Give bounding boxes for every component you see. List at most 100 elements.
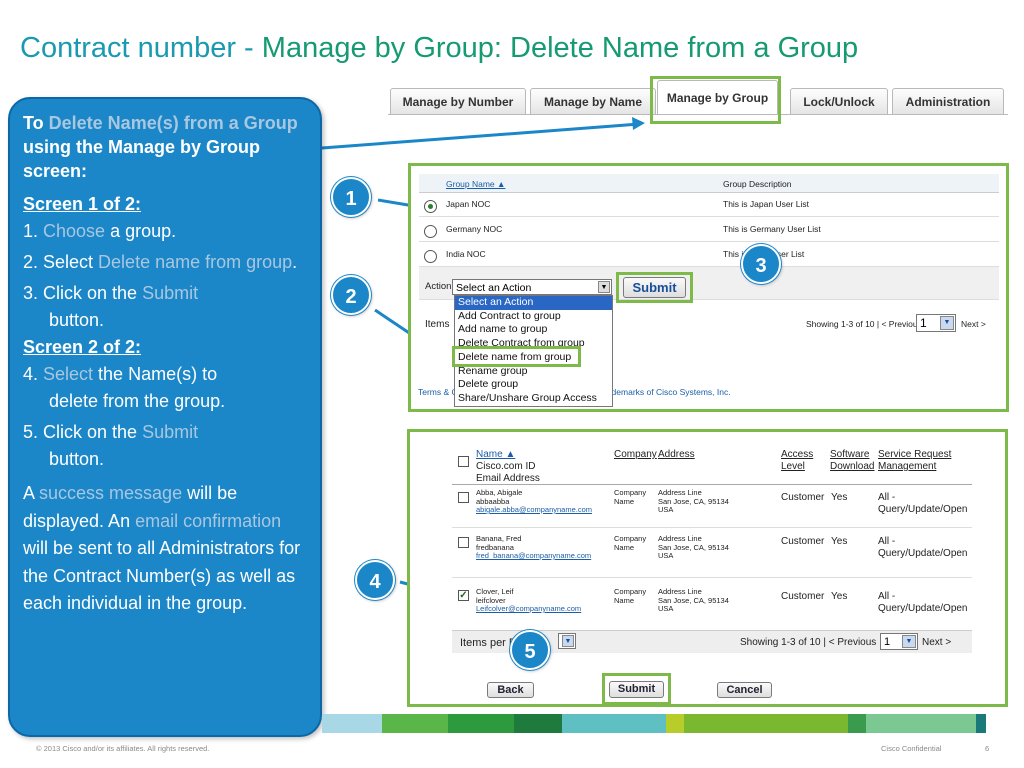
col-access-level[interactable]: Access Level <box>781 449 814 472</box>
dropdown-option[interactable]: Add Contract to group <box>458 309 561 322</box>
row-software: Yes <box>831 492 848 503</box>
step4-num: 4. <box>23 364 44 384</box>
dropdown-option[interactable]: Share/Unshare Group Access <box>458 391 597 404</box>
row-name: Banana, Fred <box>476 534 522 543</box>
dropdown-option[interactable]: Rename group <box>458 364 528 377</box>
step4-rest2: delete from the group. <box>49 391 226 411</box>
row-divider <box>419 241 999 242</box>
row-software: Yes <box>831 536 848 547</box>
col-name[interactable]: Name ▲ <box>476 449 516 460</box>
tab-highlight-box <box>650 76 781 124</box>
col-group-name[interactable]: Group Name ▲ <box>446 179 506 189</box>
col-email: Email Address <box>476 473 540 484</box>
tab-administration[interactable]: Administration <box>892 88 1004 115</box>
submit-button-2[interactable]: Submit <box>609 681 664 698</box>
addr-line2: San Jose, CA, 95134 <box>658 595 729 605</box>
screen1-next[interactable]: Next > <box>961 319 986 329</box>
group-desc-1: This is Japan User List <box>723 199 809 209</box>
step1-highlight: Choose <box>43 221 106 241</box>
chevron-down-icon[interactable]: ▼ <box>940 316 954 330</box>
step-badge-3: 3 <box>741 244 781 284</box>
row-address: Address Line San Jose, CA, 95134 USA <box>658 534 729 561</box>
row-id: abbaabba <box>476 496 510 506</box>
table-row: Abba, Abigale abbaabba abigale.abba@comp… <box>476 488 593 515</box>
action-label: Action <box>425 281 452 292</box>
row-email[interactable]: fred_banana@companyname.com <box>476 551 592 560</box>
tab-lock-unlock[interactable]: Lock/Unlock <box>790 88 888 115</box>
select-all-checkbox[interactable] <box>458 456 469 467</box>
dropdown-option[interactable]: Delete group <box>458 378 519 391</box>
deco-bar <box>848 714 866 733</box>
deco-bar <box>684 714 848 733</box>
chevron-down-icon[interactable]: ▼ <box>902 635 916 648</box>
action-select-value: Select an Action <box>456 282 532 294</box>
screen2-page-select[interactable]: 1 ▼ <box>880 633 918 650</box>
chevron-down-icon[interactable]: ▼ <box>598 281 610 293</box>
screen1-page-select[interactable]: 1 ▼ <box>916 314 956 332</box>
tab-manage-by-name[interactable]: Manage by Name <box>530 88 656 115</box>
screen2-page-value: 1 <box>884 636 891 648</box>
group-desc-2: This is Germany User List <box>723 224 821 234</box>
row-email[interactable]: abigale.abba@companyname.com <box>476 505 593 514</box>
intro-text-b: using the Manage by Group screen: <box>23 137 261 181</box>
screen2-showing: Showing 1-3 of 10 | < Previous <box>740 637 877 648</box>
page-number: 6 <box>985 744 990 753</box>
table-row: Clover, Leif leifclover Leifcolver@compa… <box>476 587 582 614</box>
row-checkbox-1[interactable] <box>458 492 469 503</box>
step-badge-1: 1 <box>331 177 371 217</box>
table-row: Banana, Fred fredbanana fred_banana@comp… <box>476 534 592 561</box>
instructions-callout: To Delete Name(s) from a Group using the… <box>8 97 322 737</box>
col-address[interactable]: Address <box>658 449 695 460</box>
confidential-label: Cisco Confidential <box>881 744 942 753</box>
step-badge-5: 5 <box>510 630 550 670</box>
submit-button[interactable]: Submit <box>623 277 686 298</box>
dropdown-option-delete-name[interactable]: Delete name from group <box>458 350 572 363</box>
group-name-2: Germany NOC <box>446 224 503 234</box>
radio-row-3[interactable] <box>424 250 437 263</box>
step2-rest: . <box>292 252 298 272</box>
step3-num: 3. Click on the <box>23 283 143 303</box>
col-name-header: Name ▲ Cisco.com ID Email Address <box>476 449 540 485</box>
deco-bar <box>514 714 562 733</box>
row-access: Customer <box>781 591 825 602</box>
radio-row-1[interactable] <box>424 200 437 213</box>
row-name: Clover, Leif <box>476 587 514 596</box>
addr-line3: USA <box>658 551 674 560</box>
col-service-request[interactable]: Service Request Management <box>878 449 952 472</box>
items-per-page-select[interactable]: ▼ <box>558 633 576 649</box>
row-checkbox-3[interactable]: ✓ <box>458 590 469 601</box>
back-button[interactable]: Back <box>487 682 534 698</box>
col-cisco-id: Cisco.com ID <box>476 461 536 472</box>
chevron-down-icon[interactable]: ▼ <box>562 635 574 647</box>
cancel-button[interactable]: Cancel <box>717 682 772 698</box>
col-company[interactable]: Company <box>614 449 657 460</box>
dropdown-option[interactable]: Select an Action <box>455 296 612 310</box>
addr-line1: Address Line <box>658 488 702 497</box>
row-divider <box>452 527 972 528</box>
pagination-row <box>452 630 972 653</box>
col-software-download[interactable]: Software Download <box>830 449 875 472</box>
row-email[interactable]: Leifcolver@companyname.com <box>476 604 582 613</box>
step1-num: 1. <box>23 221 44 241</box>
msg-a: A <box>23 483 40 503</box>
msg-b: will be displayed. An <box>23 483 238 531</box>
screen2-next[interactable]: Next > <box>922 637 952 648</box>
page-title: Contract number - Manage by Group: Delet… <box>20 32 858 65</box>
tab-manage-by-group[interactable]: Manage by Group <box>657 80 778 115</box>
tab-manage-by-number[interactable]: Manage by Number <box>390 88 526 115</box>
action-select[interactable]: Select an Action ▼ <box>452 279 612 295</box>
step5-num: 5. Click on the <box>23 422 143 442</box>
screen1-page-value: 1 <box>920 316 927 330</box>
msg-highlight2: email confirmation <box>135 510 282 531</box>
dropdown-option[interactable]: Add name to group <box>458 323 548 336</box>
screen1-panel: Group Name ▲ Group Description Japan NOC… <box>408 163 1009 412</box>
title-dash: - <box>236 32 262 64</box>
radio-row-2[interactable] <box>424 225 437 238</box>
terms-link[interactable]: Terms & C <box>418 387 458 397</box>
step2-num: 2. Select <box>23 252 99 272</box>
screen1-heading: Screen 1 of 2: <box>23 194 142 214</box>
screen1-header-row <box>419 174 999 193</box>
row-checkbox-2[interactable] <box>458 537 469 548</box>
header-divider <box>452 484 972 485</box>
group-name-3: India NOC <box>446 249 486 259</box>
